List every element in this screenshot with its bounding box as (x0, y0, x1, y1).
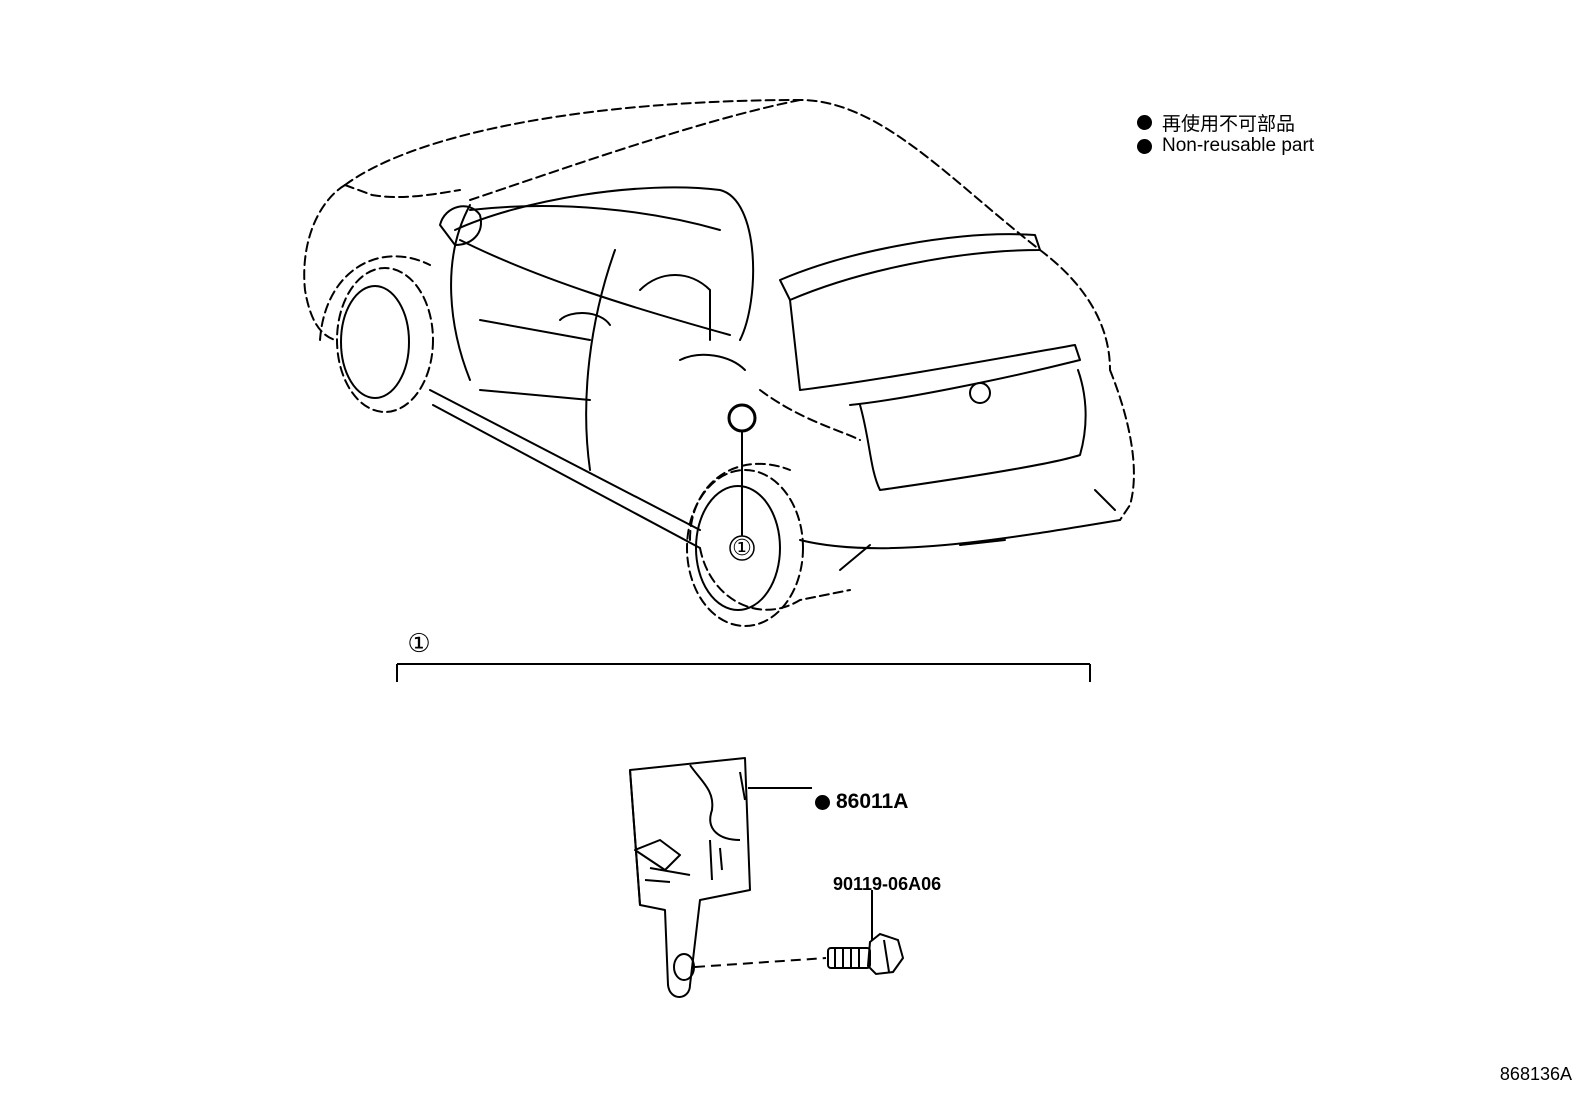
sensor-part-drawing (629, 757, 751, 998)
vehicle-callout-number: ① (732, 536, 752, 561)
assembly-callout-number: ① (407, 629, 430, 659)
bolt-alignment-line (694, 957, 827, 968)
figure-code: 868136A (1499, 1064, 1572, 1084)
legend-non-reusable-en: Non-reusable part (1137, 135, 1314, 157)
car-illustration (303, 99, 1135, 627)
sensor-part-number: 86011A (836, 790, 909, 813)
sensor-part-label[interactable]: 86011A (815, 790, 908, 814)
bolt-drawing (827, 932, 905, 976)
sensor-location-marker (727, 403, 757, 433)
non-reusable-dot-icon (1137, 115, 1152, 130)
legend-non-reusable-ja: 再使用不可部品 (1137, 109, 1295, 136)
bolt-part-number: 90119-06A06 (833, 874, 942, 894)
non-reusable-dot-icon (1137, 138, 1152, 154)
legend-ja-text: 再使用不可部品 (1162, 114, 1296, 135)
legend-en-text: Non-reusable part (1162, 135, 1315, 156)
bolt-part-label[interactable]: 90119-06A06 (833, 874, 941, 895)
assembly-bracket (396, 663, 1091, 682)
non-reusable-dot-icon (815, 794, 830, 810)
